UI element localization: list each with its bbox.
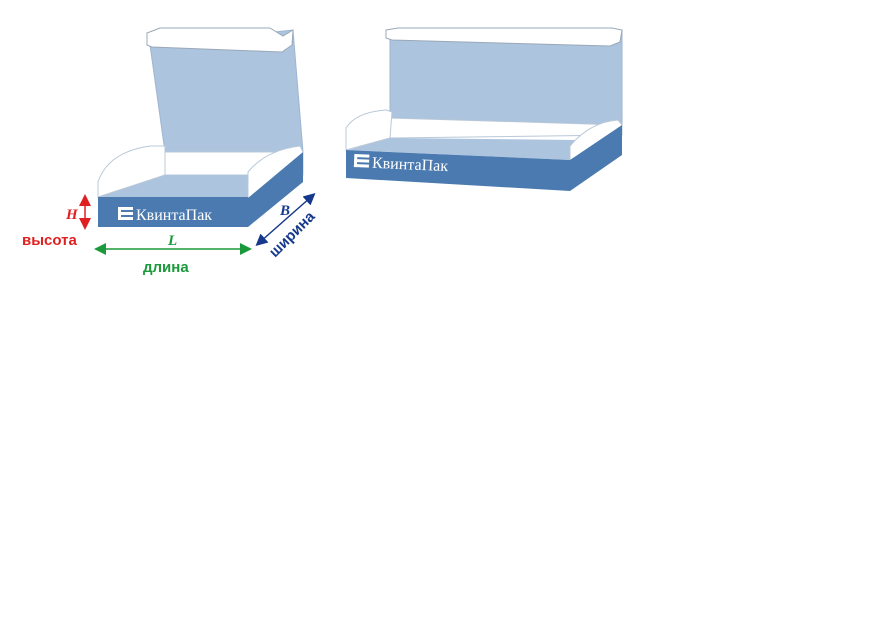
box-left-side-ear-left bbox=[97, 145, 166, 198]
box-right-side-ear-left bbox=[345, 109, 393, 151]
box-left-side-ear-right bbox=[247, 145, 304, 199]
width-arrow bbox=[255, 193, 316, 246]
length-dimension: L длина bbox=[94, 233, 252, 276]
box-right-side-ear-right bbox=[569, 119, 623, 161]
box-left-lid-flap bbox=[146, 27, 294, 53]
length-label: длина bbox=[143, 259, 189, 276]
brand-name-left: КвинтаПак bbox=[136, 207, 212, 224]
height-symbol: H bbox=[65, 207, 79, 223]
height-label: высота bbox=[22, 232, 78, 249]
brand-logo-left: КвинтаПак bbox=[118, 207, 212, 224]
brand-name-right: КвинтаПак bbox=[372, 155, 449, 175]
height-dimension: H высота bbox=[22, 194, 91, 249]
box-left: КвинтаПак bbox=[97, 27, 304, 227]
brand-logo-right: КвинтаПак bbox=[353, 154, 449, 175]
box-left-floor bbox=[98, 175, 250, 197]
box-right-front bbox=[346, 150, 570, 191]
box-right-lid-flap bbox=[385, 27, 623, 47]
box-right-side-right bbox=[570, 125, 622, 191]
box-right: КвинтаПак bbox=[345, 27, 623, 191]
width-symbol: B bbox=[279, 203, 290, 219]
length-symbol: L bbox=[167, 233, 177, 249]
box-right-floor bbox=[348, 138, 575, 160]
width-label: ширина bbox=[266, 208, 319, 261]
